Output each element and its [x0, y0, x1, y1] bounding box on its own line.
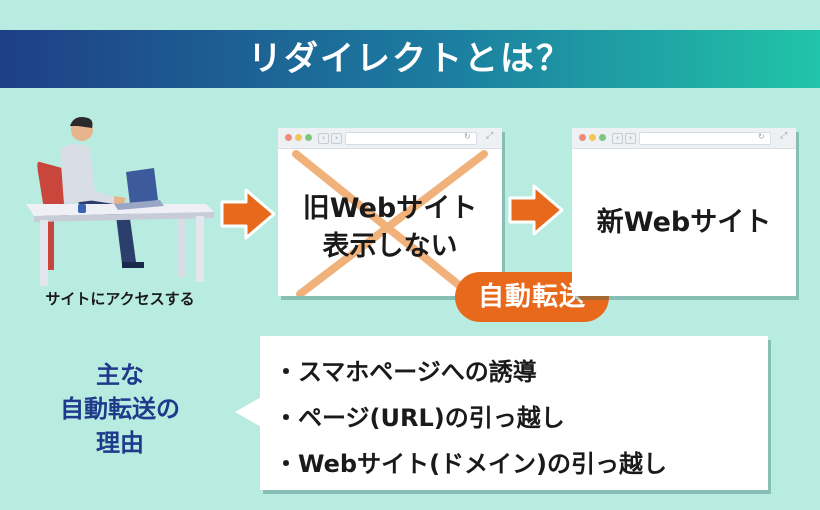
- right-arrow-icon: [508, 182, 564, 238]
- new-site-label: 新Webサイト: [596, 207, 772, 238]
- cross-mark-icon: [292, 150, 488, 296]
- reasons-title-line: 主な: [96, 361, 144, 389]
- back-icon: ‹: [318, 133, 329, 144]
- page-title: リダイレクトとは？: [248, 39, 572, 79]
- back-icon: ‹: [612, 133, 623, 144]
- expand-icon: ⤢: [780, 131, 788, 141]
- minimize-dot-icon: [589, 134, 596, 141]
- reason-item: ・スマホページへの誘導: [274, 358, 537, 386]
- maximize-dot-icon: [305, 134, 312, 141]
- address-bar: [345, 132, 477, 145]
- browser-toolbar: ‹ › ↻ ⤢: [572, 128, 796, 149]
- reason-item: ・Webサイト(ドメイン)の引っ越し: [274, 450, 668, 478]
- old-site-label-line1: 旧Webサイト: [302, 193, 478, 224]
- reasons-box: [260, 336, 768, 490]
- old-site-label-line2: 表示しない: [322, 231, 458, 262]
- reload-icon: ↻: [464, 132, 471, 141]
- maximize-dot-icon: [599, 134, 606, 141]
- address-bar: [639, 132, 771, 145]
- reasons-title: 主な 自動転送の 理由: [40, 358, 200, 460]
- reason-item: ・ページ(URL)の引っ越し: [274, 404, 565, 432]
- person-at-desk-illustration: [18, 112, 218, 296]
- new-site-browser-window: ‹ › ↻ ⤢ 新Webサイト: [572, 128, 796, 296]
- speech-bubble-tail: [235, 396, 263, 428]
- expand-icon: ⤢: [486, 131, 494, 141]
- reasons-title-line: 理由: [96, 429, 144, 457]
- browser-toolbar: ‹ › ↻ ⤢: [278, 128, 502, 149]
- reload-icon: ↻: [758, 132, 765, 141]
- reasons-title-line: 自動転送の: [60, 395, 180, 423]
- forward-icon: ›: [625, 133, 636, 144]
- forward-icon: ›: [331, 133, 342, 144]
- person-caption: サイトにアクセスする: [45, 290, 195, 308]
- old-site-browser-window: ‹ › ↻ ⤢ 旧Webサイト 表示しない: [278, 128, 502, 296]
- minimize-dot-icon: [295, 134, 302, 141]
- title-banner: [0, 30, 820, 88]
- right-arrow-icon: [220, 186, 276, 242]
- close-dot-icon: [579, 134, 586, 141]
- close-dot-icon: [285, 134, 292, 141]
